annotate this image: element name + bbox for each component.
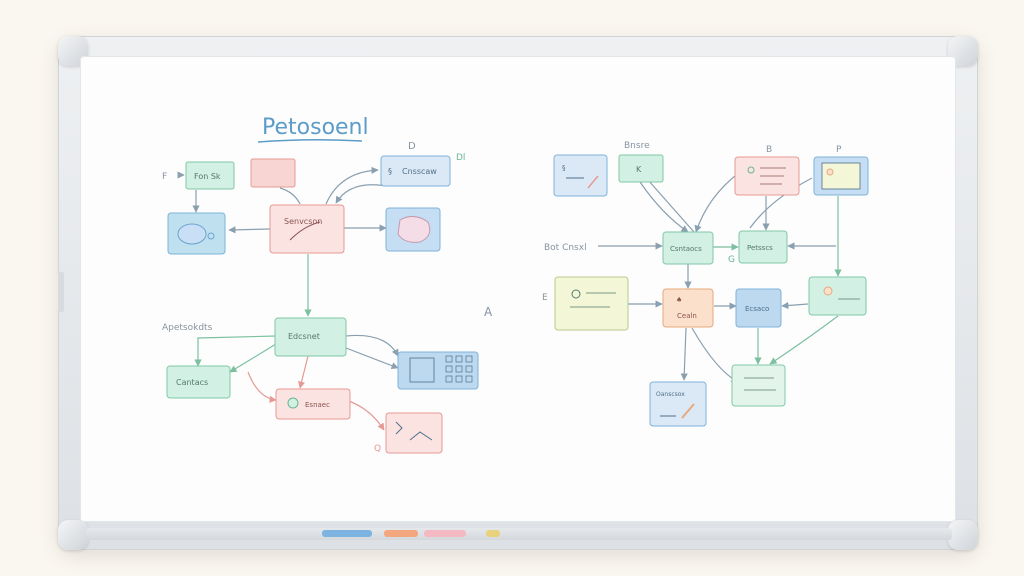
- node-label: K: [636, 165, 642, 174]
- left-group-label: Apetsokdts: [162, 323, 213, 333]
- node-r-hub-right[interactable]: Petsscs: [738, 230, 788, 264]
- node-l-bottom-mid[interactable]: Esnaec: [275, 388, 351, 420]
- left-connectors: [177, 166, 399, 431]
- node-l-grid-panel[interactable]: [397, 351, 479, 390]
- mark-b: B: [766, 145, 772, 155]
- node-label: Cantacs: [176, 378, 208, 387]
- node-icon: §: [388, 167, 392, 176]
- node-label: Edcsnet: [288, 332, 320, 341]
- node-l-bottom-left[interactable]: Cantacs: [166, 365, 231, 399]
- node-icon: ♠: [676, 296, 682, 304]
- pen-icon: [681, 403, 695, 419]
- node-label: Cealn: [677, 312, 697, 320]
- yellow-marker[interactable]: [486, 530, 500, 537]
- center-letter: A: [484, 305, 493, 319]
- node-label: Fon Sk: [194, 172, 221, 181]
- sun-icon: [826, 168, 834, 176]
- image-icon: [821, 162, 861, 190]
- mark-q: Q: [374, 444, 381, 454]
- node-label: Ecsaco: [745, 305, 769, 313]
- node-label: Esnaec: [305, 401, 330, 409]
- mark-dl: Dl: [456, 153, 465, 163]
- node-r-top-mid[interactable]: K: [618, 154, 664, 183]
- frame-corner-bottom-left: [58, 520, 88, 550]
- chevron-icon: [395, 421, 403, 435]
- pen-icon: [587, 175, 599, 189]
- node-r-bottom-left[interactable]: Oanscsox: [649, 381, 707, 427]
- cloud-icon: [397, 216, 431, 243]
- dot-icon: [207, 232, 215, 240]
- marker-tray: [86, 528, 952, 540]
- node-l-center[interactable]: Senvcson: [269, 204, 345, 254]
- node-r-mid-center[interactable]: ♠ Cealn: [662, 288, 714, 328]
- node-label: Cnsscaw: [402, 167, 437, 176]
- frame-side-clip: [58, 272, 64, 312]
- node-l-bottom-right[interactable]: [385, 412, 443, 454]
- node-r-hub[interactable]: Csntaocs: [662, 231, 714, 265]
- blue-marker[interactable]: [322, 530, 372, 537]
- person-icon: [571, 289, 581, 299]
- node-r-mid-left[interactable]: [554, 276, 629, 331]
- window-icon: [409, 357, 435, 383]
- node-l-top-right[interactable]: § Cnsscaw: [380, 155, 451, 187]
- node-label: Senvcson: [284, 217, 322, 226]
- text-lines-icon: [760, 167, 786, 185]
- mark-p: P: [836, 145, 842, 155]
- node-l-top-left[interactable]: Fon Sk: [185, 161, 235, 190]
- node-r-top-pink[interactable]: [734, 156, 800, 196]
- node-r-bottom-right[interactable]: [731, 364, 786, 407]
- frame-corner-bottom-right: [948, 520, 978, 550]
- diagram-title: Petosoenl: [262, 115, 369, 140]
- circle-icon: [287, 397, 299, 409]
- orange-marker[interactable]: [384, 530, 418, 537]
- node-label: Csntaocs: [670, 245, 702, 253]
- title-underline: [257, 138, 363, 143]
- zigzag-icon: [409, 431, 433, 441]
- blob-icon: [177, 223, 207, 245]
- node-label: Petsscs: [747, 244, 773, 252]
- right-top-label: Bnsre: [624, 141, 650, 151]
- avatar-icon: [823, 286, 833, 296]
- node-r-far-right[interactable]: [808, 276, 867, 316]
- node-r-mid-right[interactable]: Ecsaco: [735, 288, 782, 328]
- node-l-right-blob[interactable]: [385, 207, 441, 252]
- grid-icon: [445, 355, 473, 383]
- mark-d: D: [408, 141, 416, 152]
- node-r-top-left[interactable]: §: [553, 154, 608, 197]
- node-label: Oanscsox: [656, 391, 685, 398]
- mark-g: G: [728, 255, 735, 265]
- node-r-top-right[interactable]: [813, 156, 869, 196]
- node-l-mid[interactable]: Edcsnet: [274, 317, 347, 357]
- right-connectors: [598, 171, 842, 383]
- mark-e: E: [542, 293, 548, 303]
- left-arrow-label: F: [162, 172, 167, 182]
- node-l-left-blob[interactable]: [167, 212, 226, 255]
- text-lines-icon: [744, 377, 776, 391]
- pink-marker[interactable]: [424, 530, 466, 537]
- person-icon: [747, 166, 755, 174]
- node-icon: §: [562, 164, 566, 172]
- text-lines-icon: [570, 292, 616, 308]
- scribble-icon: [289, 221, 321, 241]
- right-input-label: Bot Cnsxl: [544, 243, 587, 253]
- node-l-top-pink[interactable]: [250, 158, 296, 188]
